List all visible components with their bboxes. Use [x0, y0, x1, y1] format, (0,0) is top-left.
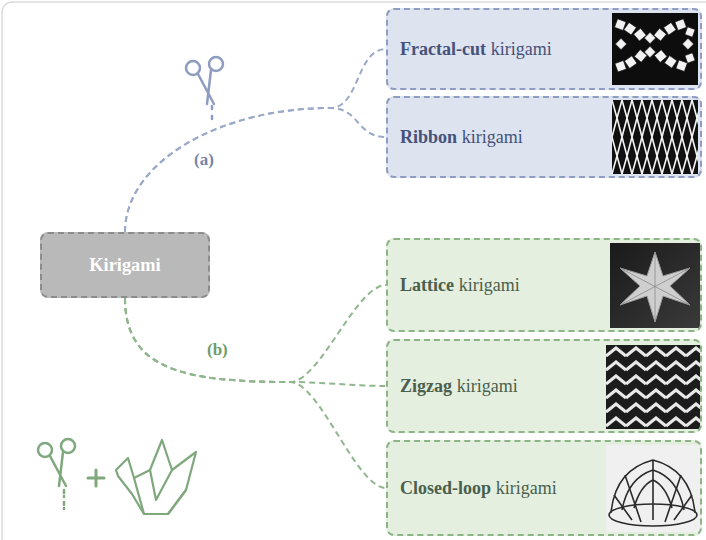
box-text: kirigami [457, 376, 518, 396]
box-fill [386, 96, 702, 178]
branch-label: (a) [192, 150, 216, 170]
box-title: Kirigami [89, 255, 160, 275]
text-line: Zigzagkirigami [400, 376, 518, 397]
closed-loop-photo [606, 445, 700, 532]
root-box: Kirigami [40, 232, 210, 298]
fractal-photo [612, 13, 698, 85]
crane-icon [116, 440, 196, 514]
box-text: kirigami [459, 275, 520, 295]
category-box: Zigzagkirigami [386, 339, 702, 433]
text-line: Closed-loopkirigami [400, 478, 557, 499]
scissors-icon [186, 57, 223, 121]
scissors-icon [38, 439, 75, 509]
text-line: Latticekirigami [400, 275, 520, 296]
box-text: kirigami [462, 127, 523, 147]
branch-connector [125, 298, 386, 488]
box-title: Zigzag [400, 376, 452, 396]
box-fill [386, 440, 702, 536]
text-line: Kirigami [42, 255, 208, 276]
branch-connector [125, 49, 386, 232]
box-title: Ribbon [400, 127, 457, 147]
box-title: Lattice [400, 275, 454, 295]
zigzag-photo [606, 345, 700, 429]
box-title: Fractal-cut [400, 39, 486, 59]
ribbon-photo [612, 100, 698, 174]
branch-connector [125, 298, 386, 386]
lattice-photo [610, 243, 700, 328]
branch-connector [125, 108, 386, 232]
plus-sign [88, 470, 104, 486]
text-line: Fractal-cutkirigami [400, 39, 552, 60]
box-fill [386, 238, 702, 332]
box-text: kirigami [496, 478, 557, 498]
category-box: Closed-loopkirigami [386, 440, 702, 536]
box-fill [386, 339, 702, 433]
category-box: Latticekirigami [386, 238, 702, 332]
box-fill [386, 8, 702, 90]
text-line: Ribbonkirigami [400, 127, 523, 148]
branch-label: (b) [205, 340, 230, 360]
box-text: kirigami [491, 39, 552, 59]
category-box: Fractal-cutkirigami [386, 8, 702, 90]
branch-connector [125, 285, 386, 382]
category-box: Ribbonkirigami [386, 96, 702, 178]
box-title: Closed-loop [400, 478, 491, 498]
